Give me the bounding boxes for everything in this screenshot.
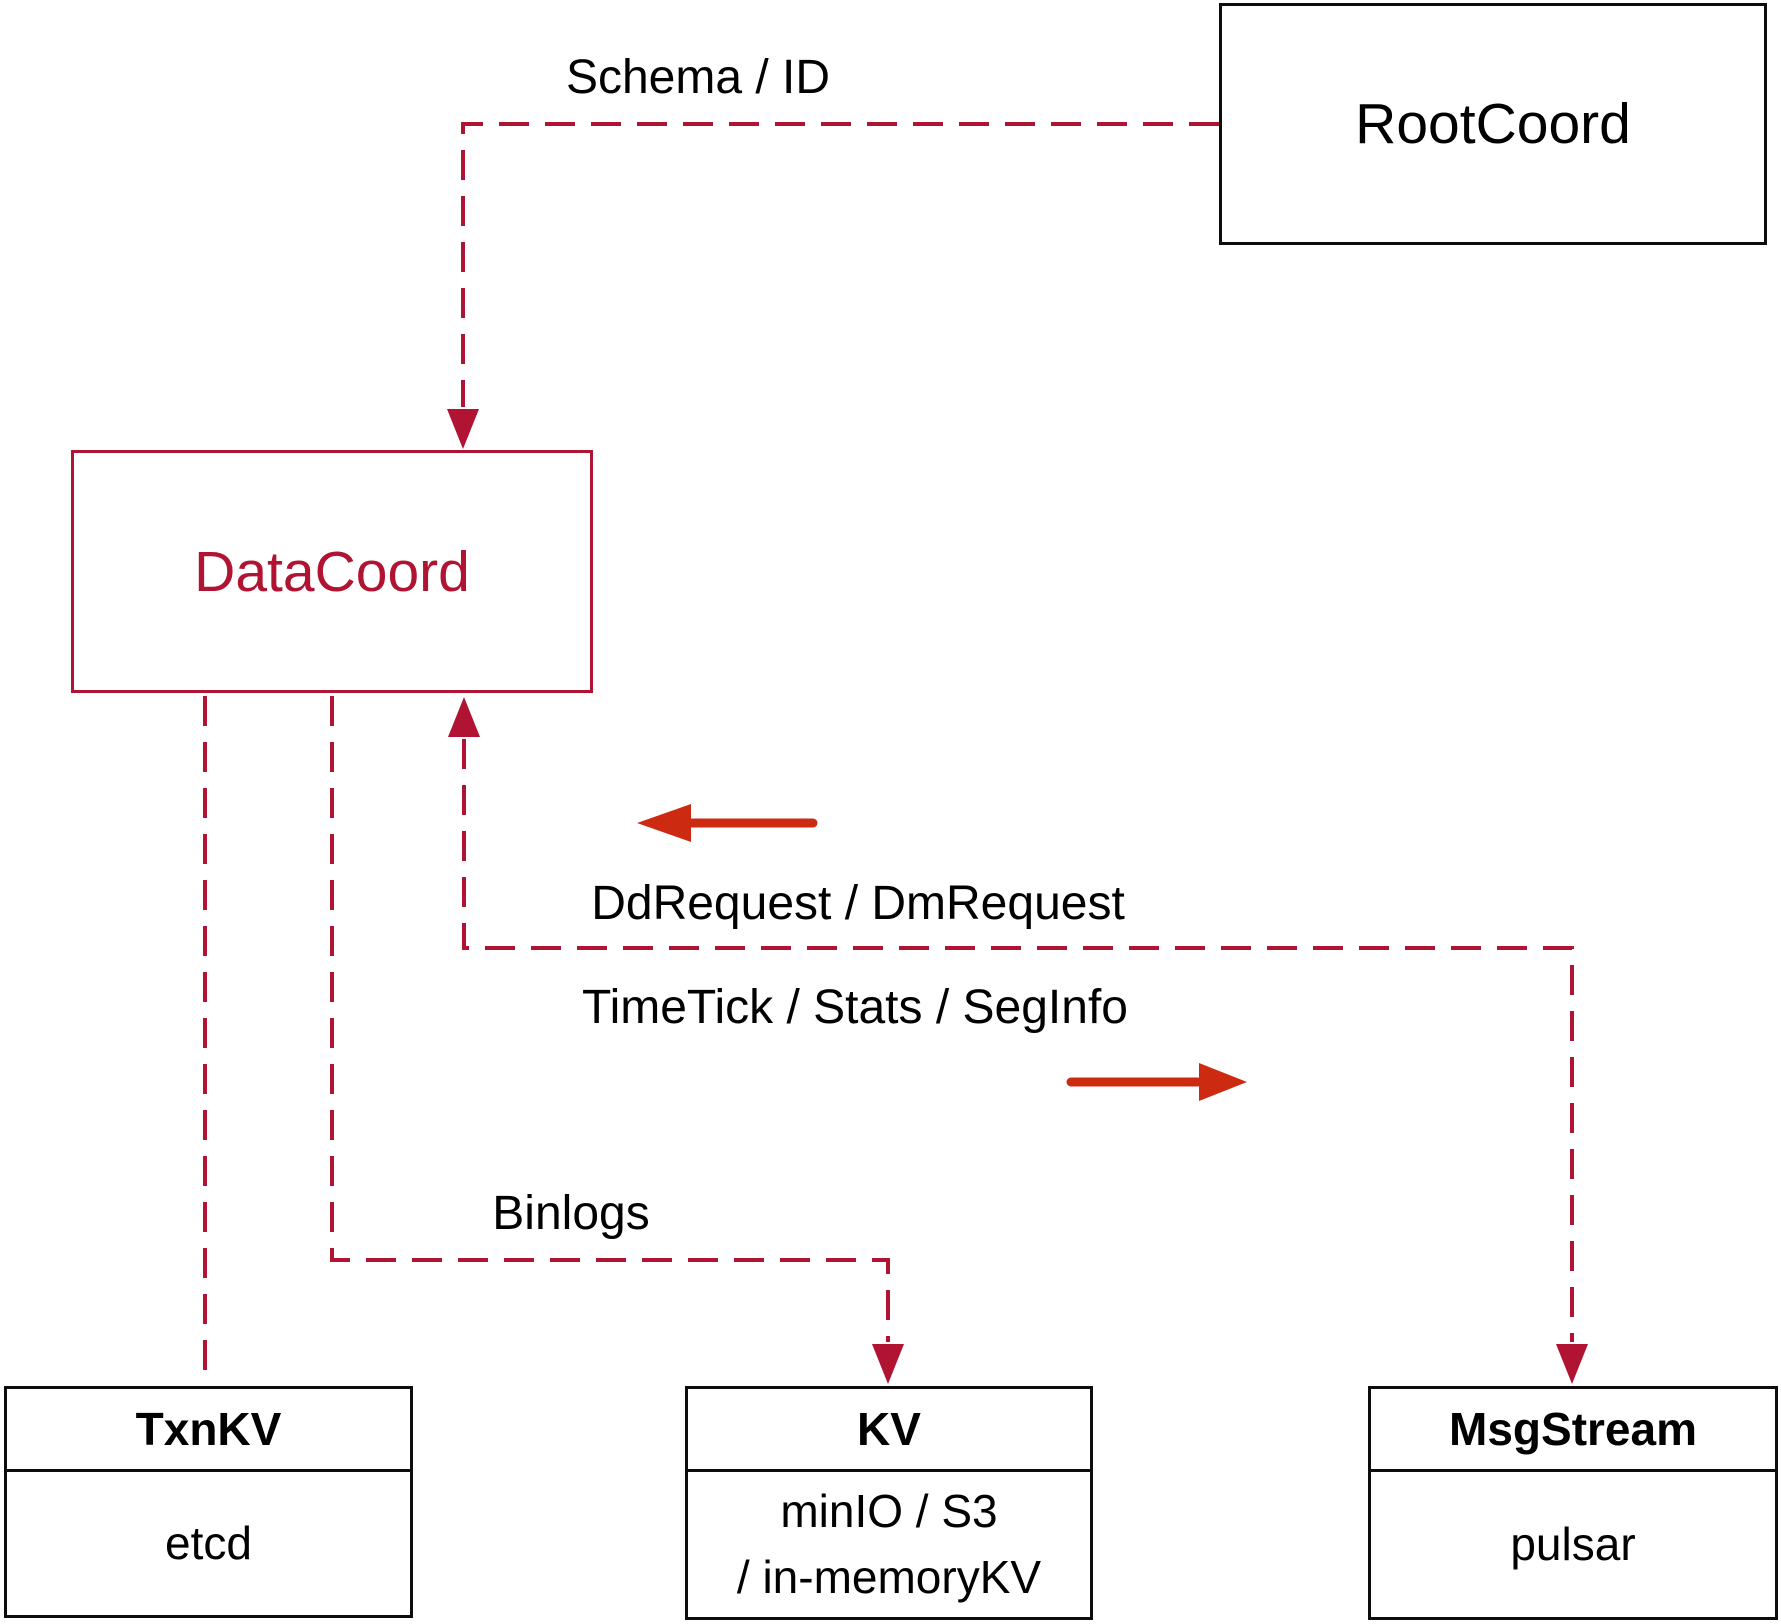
arrowhead-down-into-datacoord-icon	[447, 409, 479, 449]
direction-arrow-left	[637, 804, 818, 842]
datacoord-label: DataCoord	[194, 539, 470, 604]
right-arrowhead-icon	[1199, 1063, 1247, 1101]
schema-id-dashed-line	[461, 122, 1219, 407]
txnkv-title: TxnKV	[7, 1389, 410, 1472]
txnkv-body: etcd	[165, 1516, 252, 1569]
arrowhead-down-into-msgstream-icon	[1556, 1344, 1588, 1384]
txnkv-node: TxnKV etcd	[4, 1386, 413, 1618]
direction-arrow-right	[1066, 1063, 1247, 1101]
schema-id-connector	[447, 122, 1219, 449]
kv-body-line1: minIO / S3	[780, 1485, 998, 1538]
ddrequest-dmrequest-edge-label: DdRequest / DmRequest	[591, 877, 1125, 930]
kv-node: KV minIO / S3 / in-memoryKV	[685, 1386, 1093, 1620]
binlogs-edge-label: Binlogs	[492, 1187, 650, 1240]
binlogs-dashed-line	[330, 696, 890, 1342]
msgstream-node: MsgStream pulsar	[1368, 1386, 1778, 1620]
left-arrowhead-icon	[637, 804, 691, 842]
schema-id-edge-label: Schema / ID	[565, 51, 831, 104]
msgstream-datacoord-connector	[448, 697, 1588, 1384]
msgstream-body: pulsar	[1510, 1517, 1636, 1570]
datacoord-node: DataCoord	[71, 450, 593, 693]
timetick-stats-seginfo-edge-label: TimeTick / Stats / SegInfo	[582, 981, 1128, 1034]
msgstream-title: MsgStream	[1371, 1389, 1775, 1472]
kv-title: KV	[688, 1389, 1090, 1472]
arrowhead-up-into-datacoord-icon	[448, 697, 480, 737]
msgstream-dashed-line	[462, 739, 1574, 1342]
rootcoord-label: RootCoord	[1355, 92, 1631, 156]
arrowhead-down-into-kv-icon	[872, 1344, 904, 1384]
rootcoord-node: RootCoord	[1219, 3, 1767, 245]
kv-body-line2: / in-memoryKV	[736, 1550, 1042, 1603]
binlogs-connector	[330, 696, 904, 1384]
